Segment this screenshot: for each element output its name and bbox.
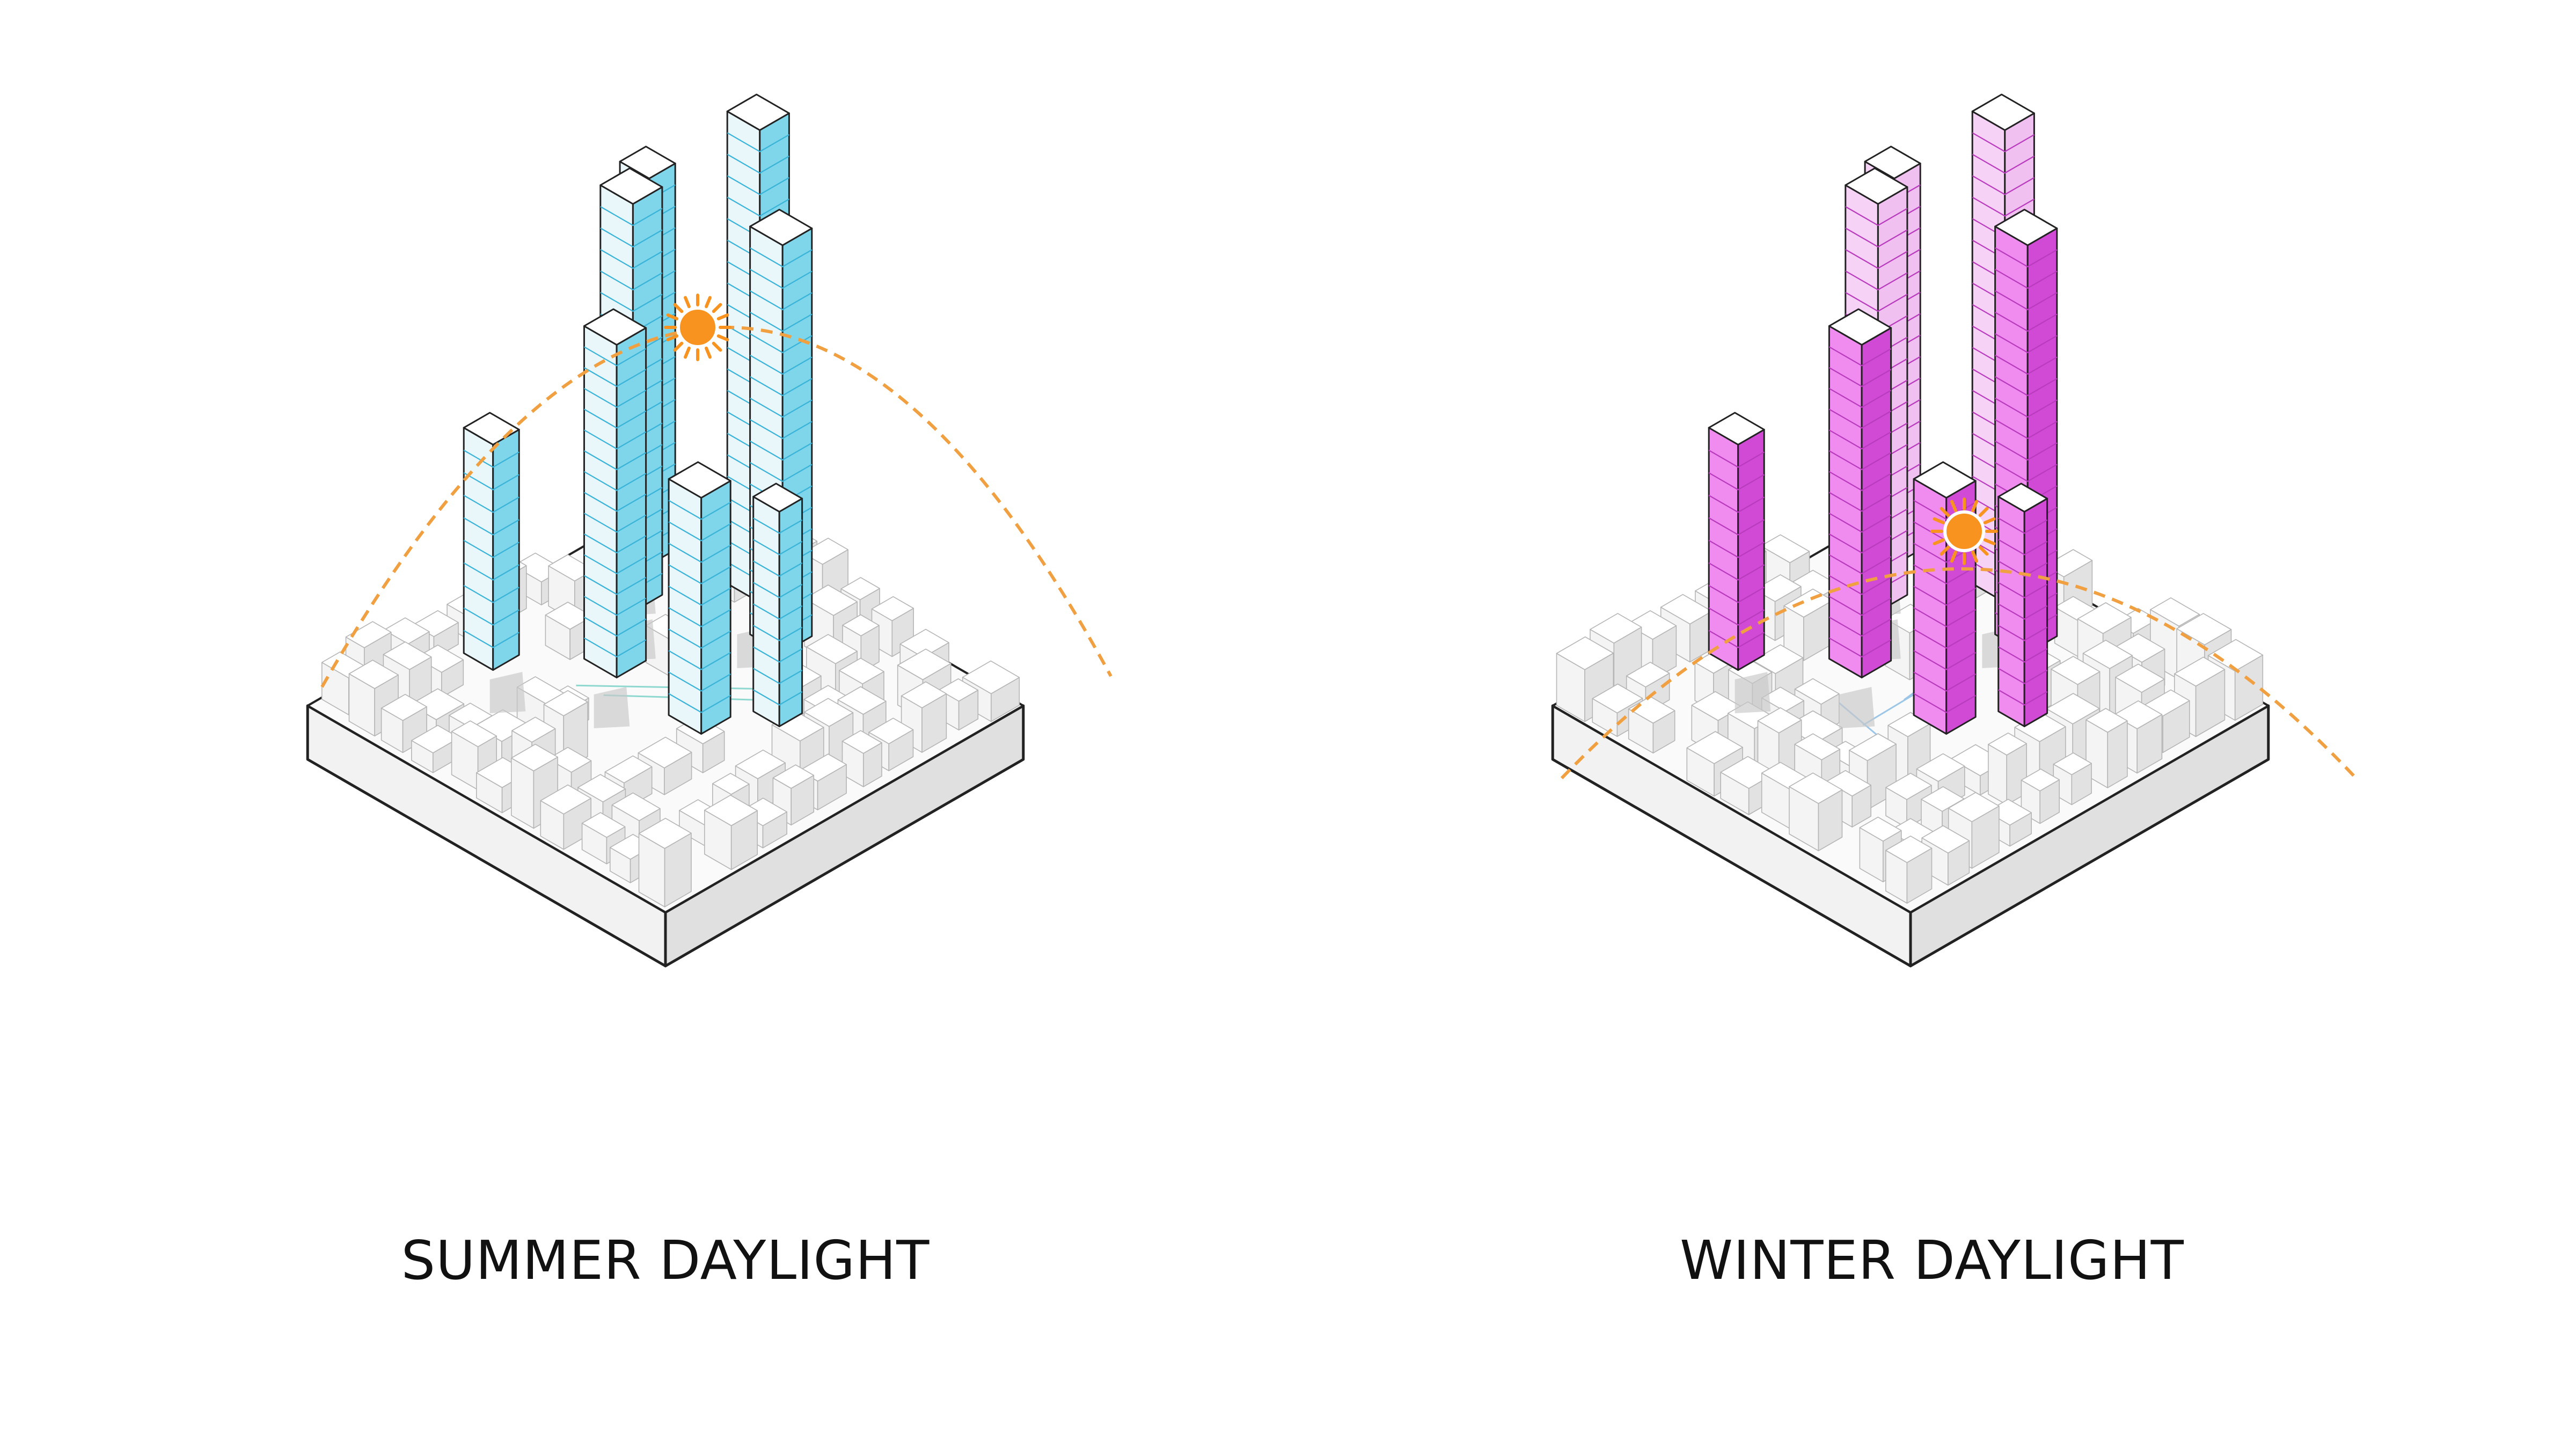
low-rise-block [843, 730, 882, 787]
towers [1709, 94, 2057, 734]
tower [1914, 462, 1975, 734]
tower [1999, 484, 2047, 727]
tower [1709, 413, 1764, 670]
summer-caption: SUMMER DAYLIGHT [290, 1229, 1041, 1292]
tower [1829, 309, 1891, 678]
summer-daylight-diagram [308, 94, 1111, 966]
low-rise-block [2086, 708, 2127, 788]
tower [584, 309, 646, 678]
towers [464, 94, 812, 734]
winter-caption: WINTER DAYLIGHT [1556, 1229, 2308, 1292]
sun-icon [665, 295, 730, 360]
low-rise-block [639, 818, 692, 907]
tower [753, 484, 802, 727]
tower [669, 462, 730, 734]
sun-icon [1932, 499, 1996, 564]
low-rise-block [1886, 836, 1932, 903]
low-rise-block [1988, 733, 2026, 805]
winter-daylight-diagram [1553, 94, 2356, 966]
low-rise-block [705, 795, 757, 870]
